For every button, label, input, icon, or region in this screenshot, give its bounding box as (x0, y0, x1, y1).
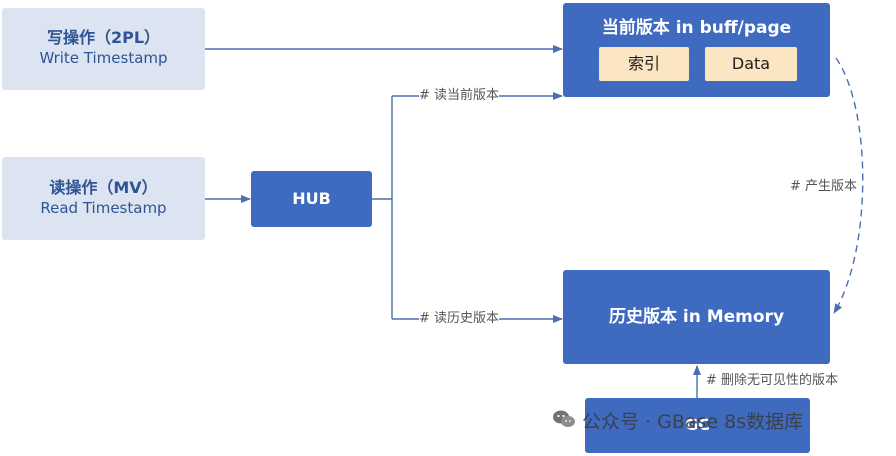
hub-node: HUB (251, 171, 372, 227)
produce-version-dashed-arrow (833, 57, 864, 314)
history-version-node: 历史版本 in Memory (563, 270, 830, 364)
write-timestamp-label: Write Timestamp (39, 49, 168, 67)
wechat-icon (552, 407, 576, 439)
read-operation-node: 读操作（MV） Read Timestamp (2, 157, 205, 240)
data-tag: Data (705, 47, 797, 81)
current-version-node: 当前版本 in buff/page 索引 Data (563, 3, 830, 97)
wechat-watermark: 公众号 · GBase 8s数据库 (552, 406, 803, 438)
index-tag: 索引 (599, 47, 689, 81)
write-operation-title: 写操作（2PL） (46, 28, 161, 47)
read-history-caption: # 读历史版本 (419, 311, 500, 327)
read-timestamp-label: Read Timestamp (40, 199, 167, 217)
history-version-title: 历史版本 in Memory (608, 307, 785, 327)
read-operation-title: 读操作（MV） (49, 178, 158, 197)
current-version-title: 当前版本 in buff/page (601, 18, 792, 38)
write-operation-node: 写操作（2PL） Write Timestamp (2, 8, 205, 90)
gc-node: GC (585, 398, 810, 453)
watermark-text: 公众号 · GBase 8s数据库 (582, 411, 804, 433)
read-current-caption: # 读当前版本 (419, 88, 500, 104)
produce-version-caption: # 产生版本 (790, 179, 858, 195)
hub-label: HUB (292, 189, 331, 208)
delete-invisible-caption: # 删除无可见性的版本 (706, 373, 839, 389)
gc-label: GC (685, 415, 710, 434)
